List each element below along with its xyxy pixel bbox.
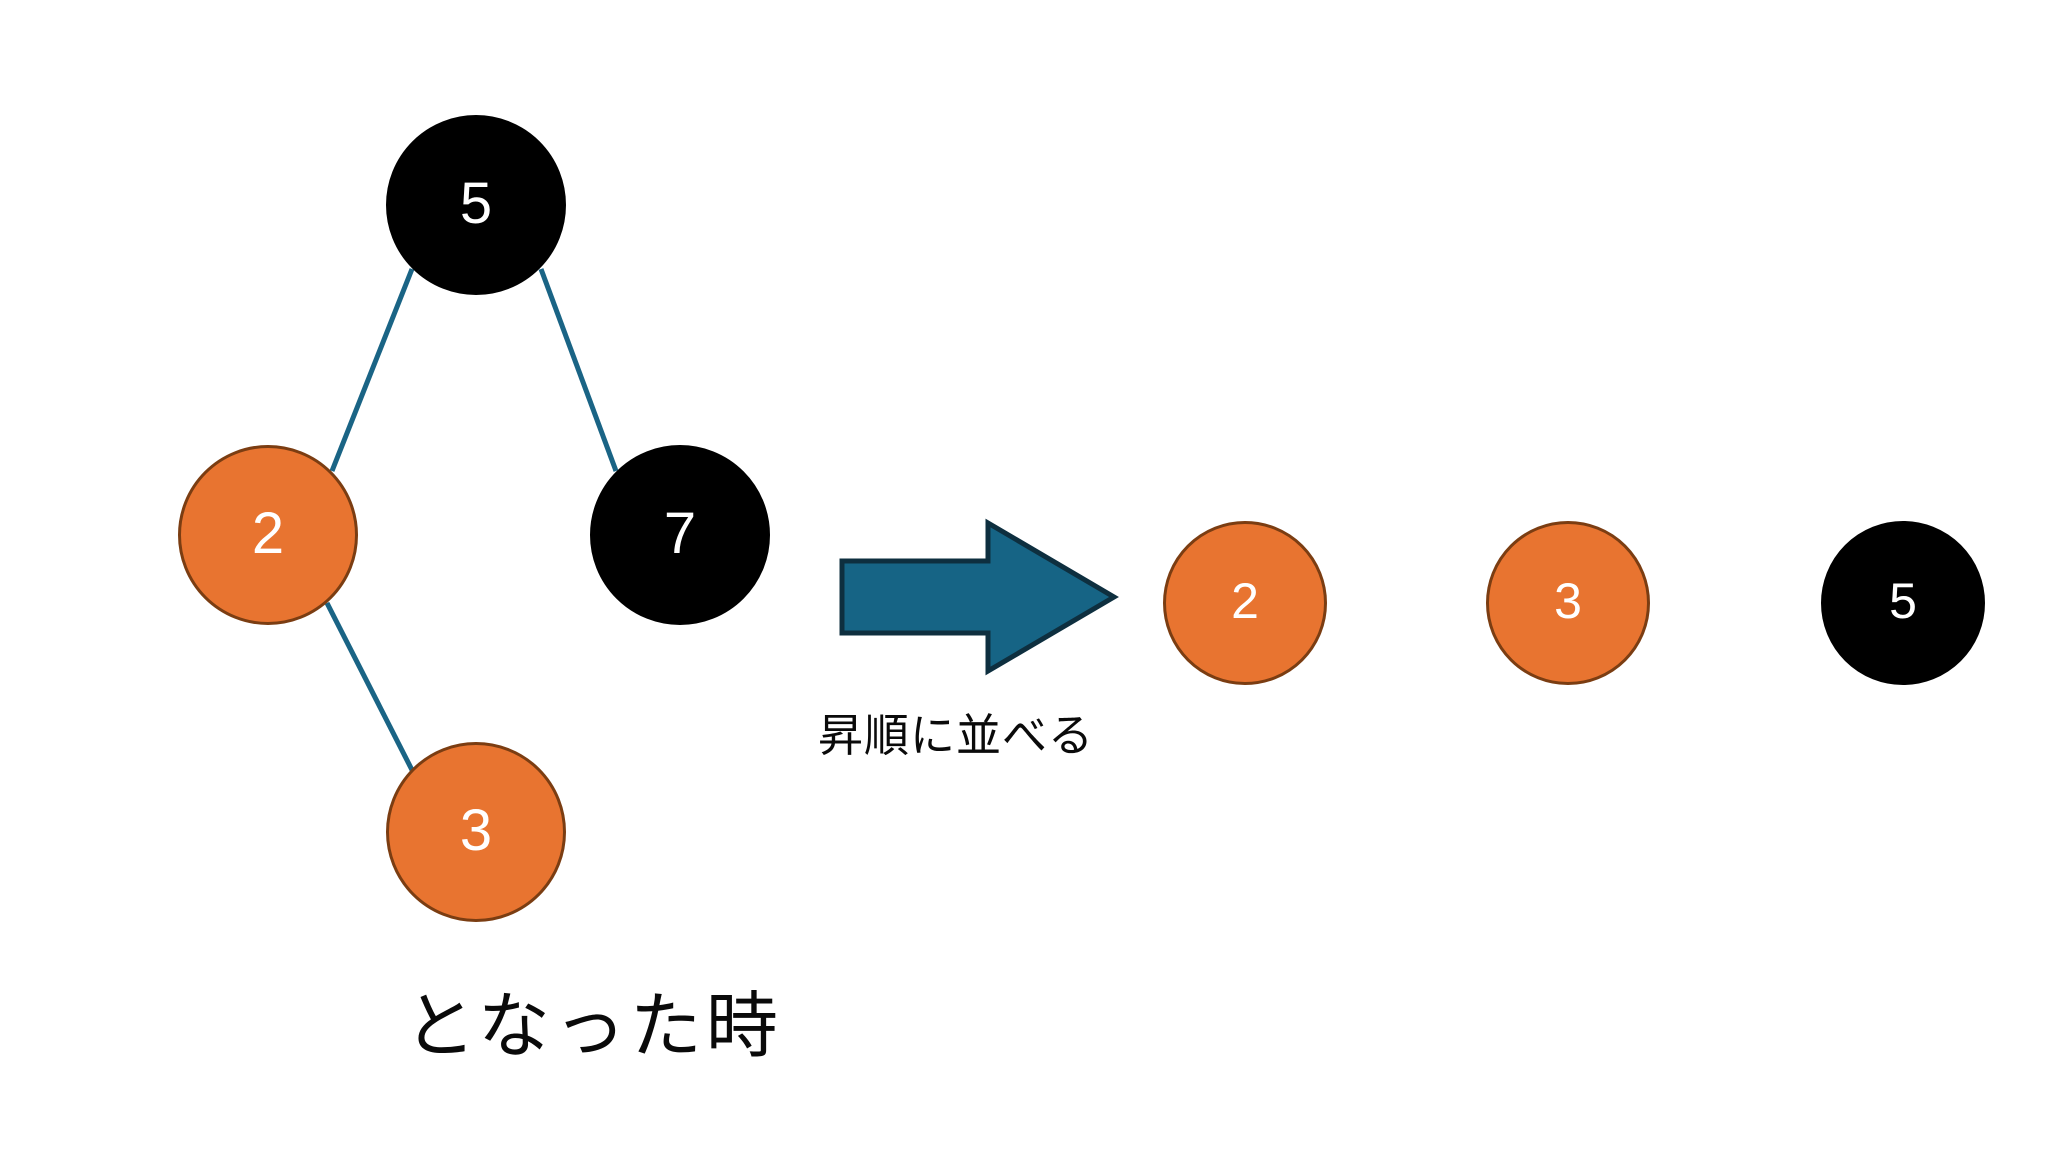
tree-node-left-label: 2 bbox=[251, 501, 285, 566]
edge-left-to-left-right bbox=[324, 601, 415, 772]
result-node-2-label: 3 bbox=[1554, 573, 1582, 629]
rightward-arrow-icon bbox=[839, 518, 1119, 676]
tree-node-left-right[interactable]: 3 bbox=[386, 742, 566, 922]
result-node-2[interactable]: 3 bbox=[1486, 521, 1650, 685]
tree-node-left[interactable]: 2 bbox=[178, 445, 358, 625]
result-node-3[interactable]: 5 bbox=[1821, 521, 1985, 685]
result-node-1[interactable]: 2 bbox=[1163, 521, 1327, 685]
arrow-caption: 昇順に並べる bbox=[818, 711, 1095, 761]
result-node-3-label: 5 bbox=[1889, 573, 1917, 629]
tree-node-root-label: 5 bbox=[459, 171, 493, 236]
edge-root-to-left bbox=[329, 268, 415, 472]
tree-node-left-right-label: 3 bbox=[459, 798, 493, 863]
tree-node-right-label: 7 bbox=[663, 501, 697, 566]
bottom-caption: となった時 bbox=[404, 987, 782, 1067]
edge-root-to-right bbox=[538, 268, 619, 472]
tree-node-root[interactable]: 5 bbox=[386, 115, 566, 295]
result-node-1-label: 2 bbox=[1231, 573, 1259, 629]
tree-node-right[interactable]: 7 bbox=[590, 445, 770, 625]
